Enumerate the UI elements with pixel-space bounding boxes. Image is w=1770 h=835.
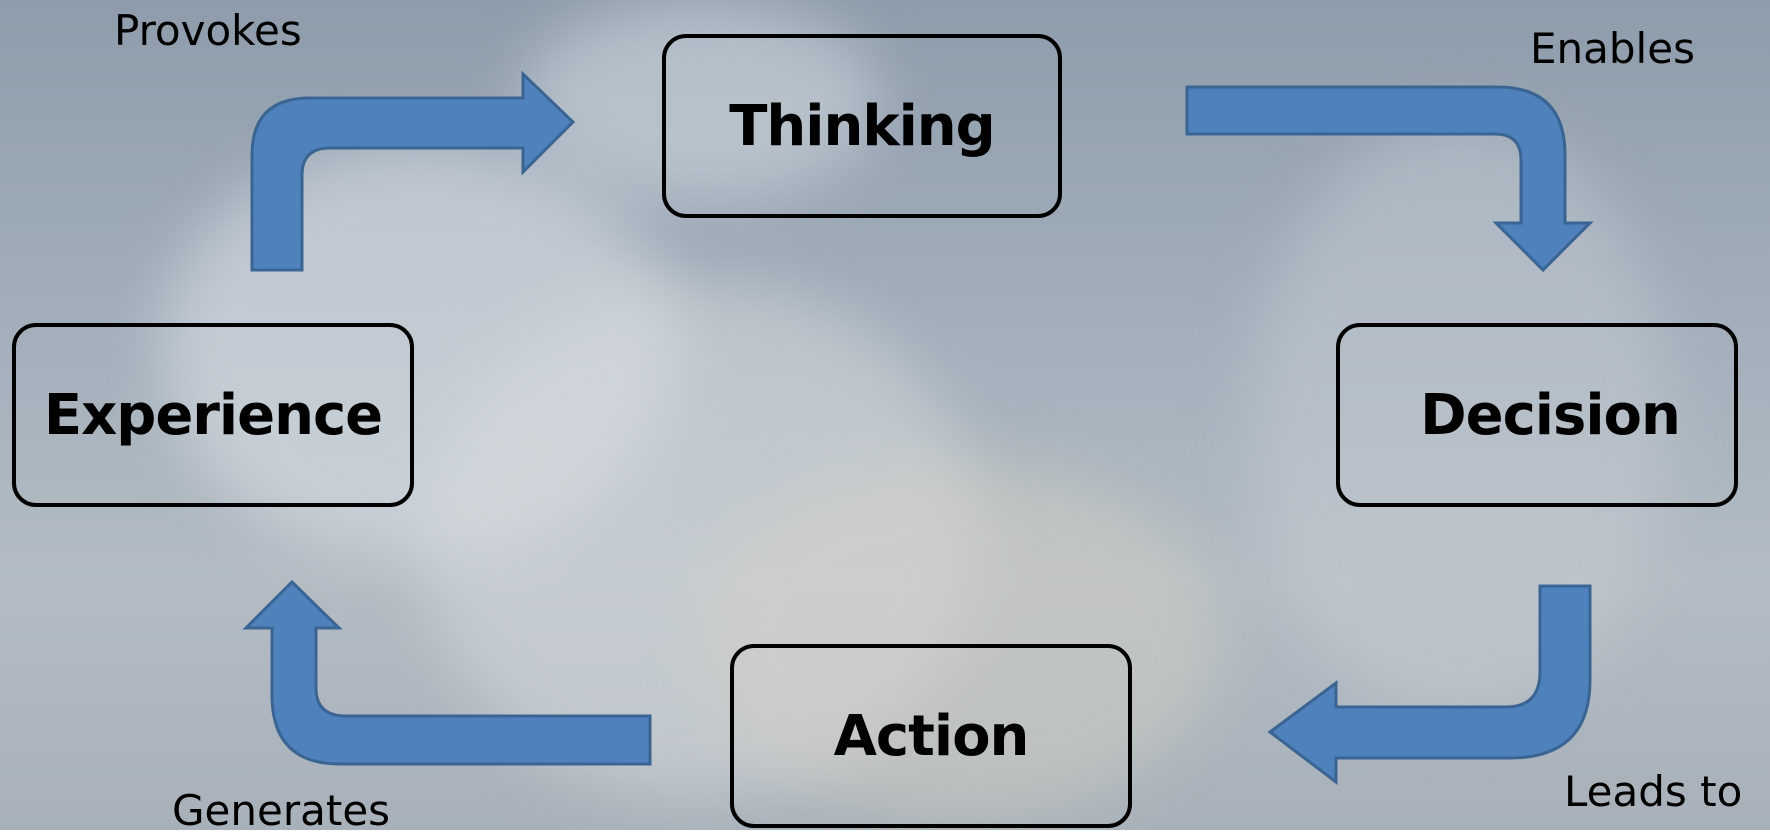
node-decision: Decision [1336, 323, 1738, 507]
node-thinking: Thinking [662, 34, 1062, 218]
arrow-decision-to-action [1267, 584, 1592, 786]
cloud-shape [420, 280, 980, 800]
edge-label-leads-to: Leads to [1564, 767, 1743, 816]
cloud-shape [1250, 120, 1670, 720]
cloud-shape [520, 0, 880, 200]
arrow-thinking-to-decision [1185, 85, 1594, 273]
node-experience-label: Experience [43, 382, 383, 448]
edge-label-provokes: Provokes [114, 6, 302, 55]
node-thinking-label: Thinking [729, 93, 996, 159]
arrow-action-to-experience [242, 579, 652, 766]
edge-label-generates: Generates [172, 786, 391, 835]
node-experience: Experience [12, 323, 414, 507]
arrow-experience-to-thinking [250, 70, 576, 272]
edge-label-enables: Enables [1530, 24, 1695, 73]
node-decision-label: Decision [1420, 382, 1681, 448]
node-action: Action [730, 644, 1132, 828]
cloud-shape [700, 460, 1220, 820]
node-action-label: Action [833, 703, 1030, 769]
